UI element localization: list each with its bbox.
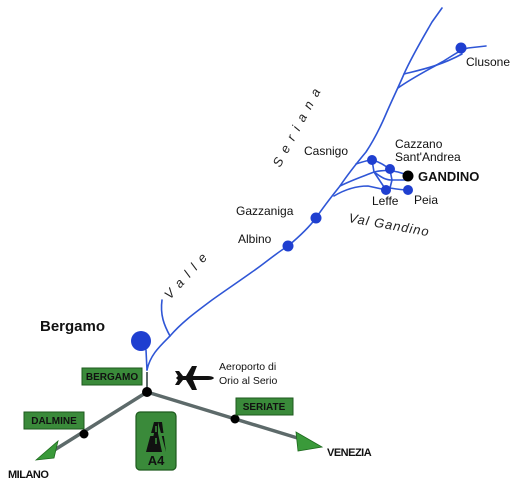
arrow-milano	[34, 439, 59, 461]
town-labels: Clusone Casnigo Cazzano Sant'Andrea GAND…	[40, 55, 510, 335]
peia-label: Peia	[414, 193, 438, 207]
clusone-label: Clusone	[466, 55, 510, 69]
cazzano-dot[interactable]	[385, 164, 395, 174]
clusone-branch-2	[403, 53, 463, 75]
clusone-dot[interactable]	[455, 42, 467, 54]
river-network	[145, 7, 487, 371]
motorway-label: A4	[148, 453, 165, 468]
dalmine-exit-dot[interactable]	[79, 429, 89, 439]
bergamo-exit-dot[interactable]	[142, 387, 152, 397]
gazzaniga-label: Gazzaniga	[236, 204, 294, 218]
bergamo-city-dot[interactable]	[131, 331, 151, 351]
val-gandino-label: Val Gandino	[347, 210, 430, 239]
peia-dot[interactable]	[403, 185, 413, 195]
sign-seriate[interactable]: SERIATE	[235, 397, 294, 416]
valle-label: Valle	[161, 245, 215, 302]
airport-label-1: Aeroporto di	[219, 361, 276, 373]
gandino-branch-5	[373, 171, 409, 181]
cazzano-label-1: Cazzano	[395, 137, 443, 151]
leffe-branch	[333, 185, 387, 197]
airplane-icon	[175, 366, 214, 390]
highway-west	[47, 390, 148, 456]
seriate-exit-dot[interactable]	[230, 414, 240, 424]
cazzano-label-2: Sant'Andrea	[395, 150, 461, 164]
arrow-venezia	[295, 431, 324, 452]
leffe-label: Leffe	[372, 194, 399, 208]
bergamo-city-label: Bergamo	[40, 318, 105, 335]
gandino-dot[interactable]	[402, 170, 414, 182]
milano-label: MILANO	[8, 469, 49, 481]
sign-dalmine[interactable]: DALMINE	[23, 411, 85, 430]
highway-a4	[34, 372, 324, 461]
leffe-dot[interactable]	[381, 185, 391, 195]
town-markers	[131, 42, 467, 351]
highway-east	[146, 390, 305, 442]
sign-seriate-label: SERIATE	[243, 402, 286, 413]
motorway-icon: A4	[135, 411, 177, 471]
casnigo-dot[interactable]	[367, 155, 377, 165]
gazzaniga-dot[interactable]	[310, 212, 322, 224]
sign-dalmine-label: DALMINE	[31, 416, 77, 427]
albino-label: Albino	[238, 232, 272, 246]
bergamo-branch	[160, 299, 171, 337]
gandino-label: GANDINO	[418, 169, 479, 184]
bergamo-city-link	[145, 349, 148, 371]
casnigo-label: Casnigo	[304, 144, 348, 158]
sign-bergamo[interactable]: BERGAMO	[81, 367, 143, 386]
albino-dot[interactable]	[282, 240, 294, 252]
sign-bergamo-label: BERGAMO	[86, 372, 138, 383]
venezia-label: VENEZIA	[327, 447, 372, 459]
airport-label-2: Orio al Serio	[219, 375, 278, 387]
